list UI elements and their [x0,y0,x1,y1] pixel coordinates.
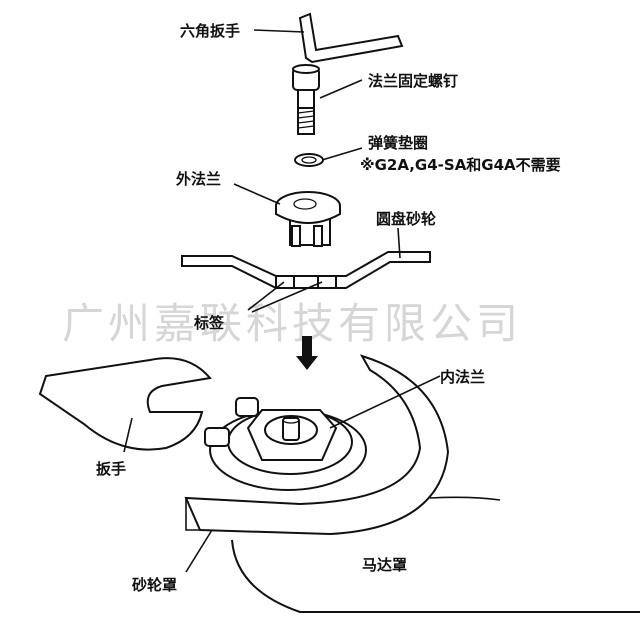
watermark-text: 广州嘉联科技有限公司 [62,299,522,348]
label-spring-washer: 弹簧垫圈 [368,134,428,152]
label-washer-note: ※G2A,G4-SA和G4A不需要 [360,156,561,174]
label-motor-housing: 马达罩 [362,556,407,574]
label-wheel-guard: 砂轮罩 [132,576,177,594]
leader-flange-bolt [319,79,363,99]
label-outer-flange: 外法兰 [175,170,221,188]
wrench-part [38,357,212,451]
leader-grinding-wheel [397,227,401,259]
leader-wrench [123,417,133,453]
inner-flange-part [204,397,367,491]
outer-flange-part [275,191,341,247]
leader-wheel-guard [185,529,213,573]
leader-outer-flange [233,183,281,205]
wheel-guard-part [184,354,450,536]
leader-tag-1 [247,281,285,311]
leader-hex-key [253,29,305,33]
leader-lines [123,29,441,573]
motor-housing-part [231,496,640,613]
spring-washer-part [294,153,324,167]
leader-inner-flange [329,375,441,429]
hex-key-part [298,12,404,64]
label-hex-key: 六角扳手 [180,22,240,40]
label-grinding-wheel: 圆盘砂轮 [376,210,436,228]
grinding-wheel-part [181,251,431,289]
label-wrench: 扳手 [96,460,126,478]
flange-bolt-part [292,64,320,135]
leader-tag-2 [251,281,323,313]
label-flange-bolt: 法兰固定螺钉 [368,72,458,90]
label-inner-flange: 内法兰 [440,368,485,386]
label-tag: 标签 [193,314,225,332]
down-arrow-icon [296,336,318,370]
leader-spring-washer [321,147,363,161]
